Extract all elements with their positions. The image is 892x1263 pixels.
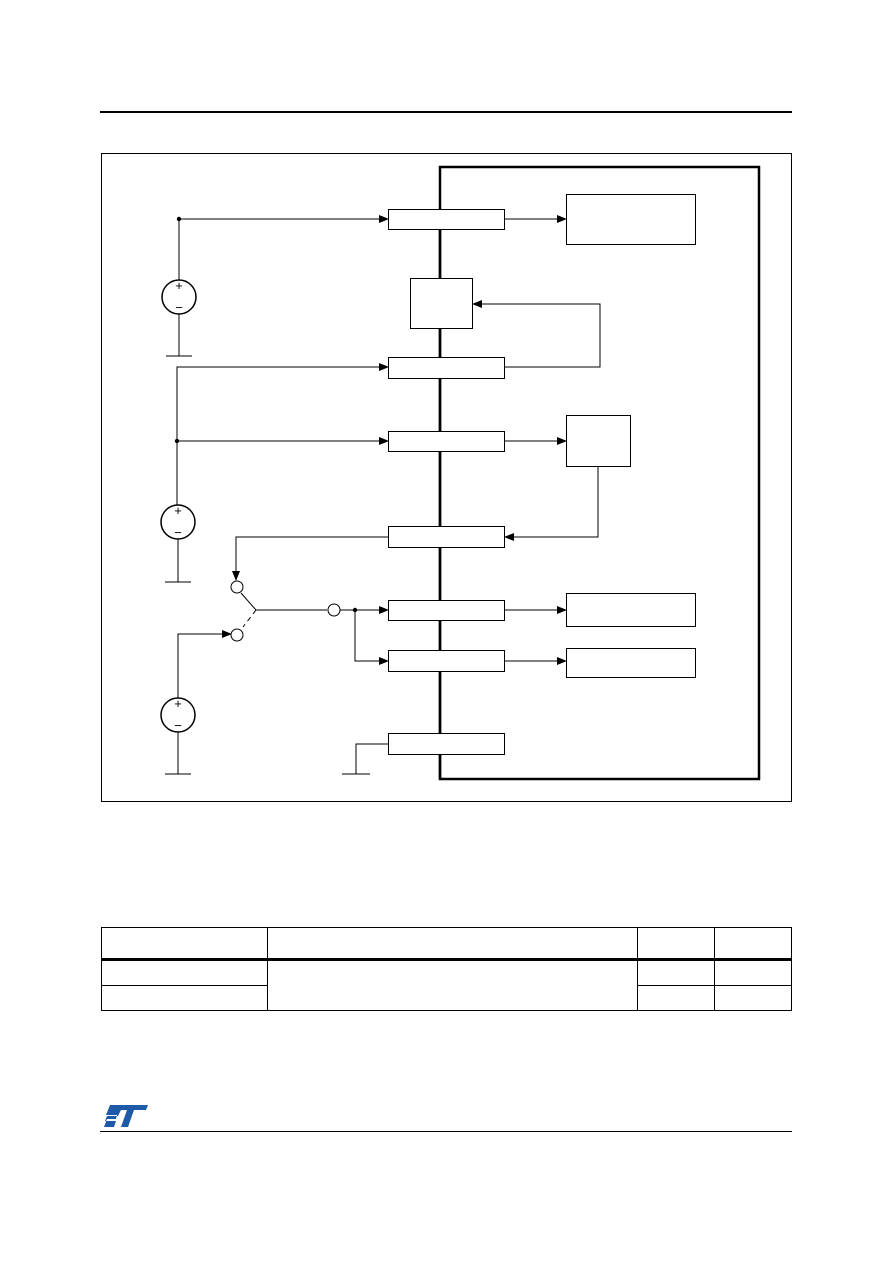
source-1-minus: − (175, 300, 183, 315)
block-regulator (410, 278, 473, 329)
pin-box-5 (388, 600, 505, 621)
voltage-source-1 (161, 279, 197, 315)
header-rule (100, 111, 792, 113)
wiring (165, 215, 601, 775)
source-2-plus: + (174, 503, 182, 518)
table-cell (637, 985, 715, 1011)
table-cell (637, 959, 715, 986)
st-logo (104, 1105, 148, 1127)
block-middle (566, 415, 631, 467)
voltage-source-icon (160, 504, 196, 540)
block-top (566, 194, 696, 245)
table-header-cell (267, 927, 638, 961)
device-outline (438, 165, 761, 781)
figure-frame (101, 153, 792, 802)
footer-rule (100, 1131, 792, 1132)
table-header-cell (714, 927, 792, 961)
pin-box-6 (388, 650, 505, 672)
switch-contact-2 (230, 628, 244, 642)
pin-box-7 (388, 733, 505, 755)
table-cell (101, 985, 268, 1011)
table-header-row (101, 927, 792, 961)
voltage-source-3 (160, 697, 196, 733)
source-3-minus: − (174, 718, 182, 733)
source-polarity-labels: + − + − + − (174, 278, 183, 733)
source-1-plus: + (175, 278, 183, 293)
junction-dots (174, 216, 358, 613)
switch-contact-1 (230, 580, 244, 594)
pin-box-2 (388, 357, 505, 379)
table-row (101, 985, 792, 1011)
voltage-source-icon (160, 697, 196, 733)
table-header-cell (637, 927, 715, 961)
pin-box-4 (388, 526, 505, 548)
table-cell (714, 985, 792, 1011)
spdt-switch-icon (230, 580, 341, 642)
voltage-source-icon (161, 279, 197, 315)
spec-table (101, 927, 792, 1011)
pin-box-1 (388, 209, 505, 230)
switch-output-node (327, 603, 341, 617)
block-lower-1 (566, 593, 696, 627)
block-lower-2 (566, 648, 696, 678)
table-header-cell (101, 927, 268, 961)
source-3-plus: + (174, 696, 182, 711)
table-cell (101, 959, 268, 986)
table-cell (714, 959, 792, 986)
voltage-source-2 (160, 504, 196, 540)
st-logo-mark (104, 1105, 148, 1127)
source-2-minus: − (174, 525, 182, 540)
function-blocks (410, 194, 696, 678)
table-row (101, 959, 792, 1011)
pin-box-3 (388, 431, 505, 452)
table-cell (267, 959, 638, 1011)
